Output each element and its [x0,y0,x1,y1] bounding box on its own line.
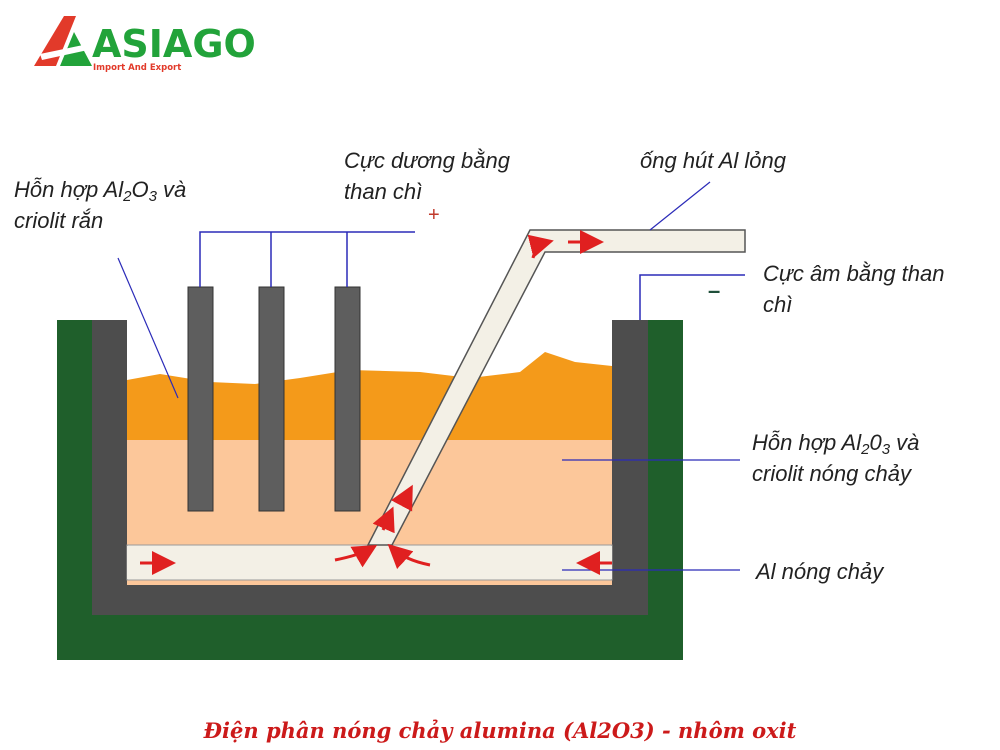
cell-lining [92,320,648,615]
flow-arrows [140,230,612,575]
leader-tube [649,181,711,231]
flow-arrow [390,484,413,512]
solid-crust [127,352,612,440]
figure-caption: Điện phân nóng chảy alumina (Al2O3) - nh… [203,718,797,743]
flow-arrow [527,234,554,259]
label-cathode: Cực âm bằng than chì [763,261,945,317]
label-molten-mixture: Hỗn hợp Al203 và criolit nóng chảy [752,430,920,486]
leader-solid-mix [117,257,179,399]
anode-electrode [334,286,361,512]
flow-arrow [334,544,378,568]
anode-wire [199,231,415,287]
plus-sign: + [428,204,440,226]
logo-mark-icon [34,16,92,66]
flow-arrow [387,543,431,570]
minus-sign: – [708,278,721,303]
label-molten-aluminum: Al nóng chảy [756,559,884,584]
flow-arrow [372,506,395,534]
label-suction-tube: ống hút Al lỏng [640,148,786,173]
label-anode: Cực dương bằng than chì [344,148,510,204]
cathode-wire [639,274,745,320]
logo-name: ASIAGO [92,22,256,66]
logo: ASIAGO Import And Export [30,14,256,74]
label-solid-mixture: Hỗn hợp Al2O3 và criolit rắn [14,177,187,233]
logo-tagline: Import And Export [93,63,182,73]
anode-electrode [187,286,214,512]
anode-electrode [258,286,285,512]
